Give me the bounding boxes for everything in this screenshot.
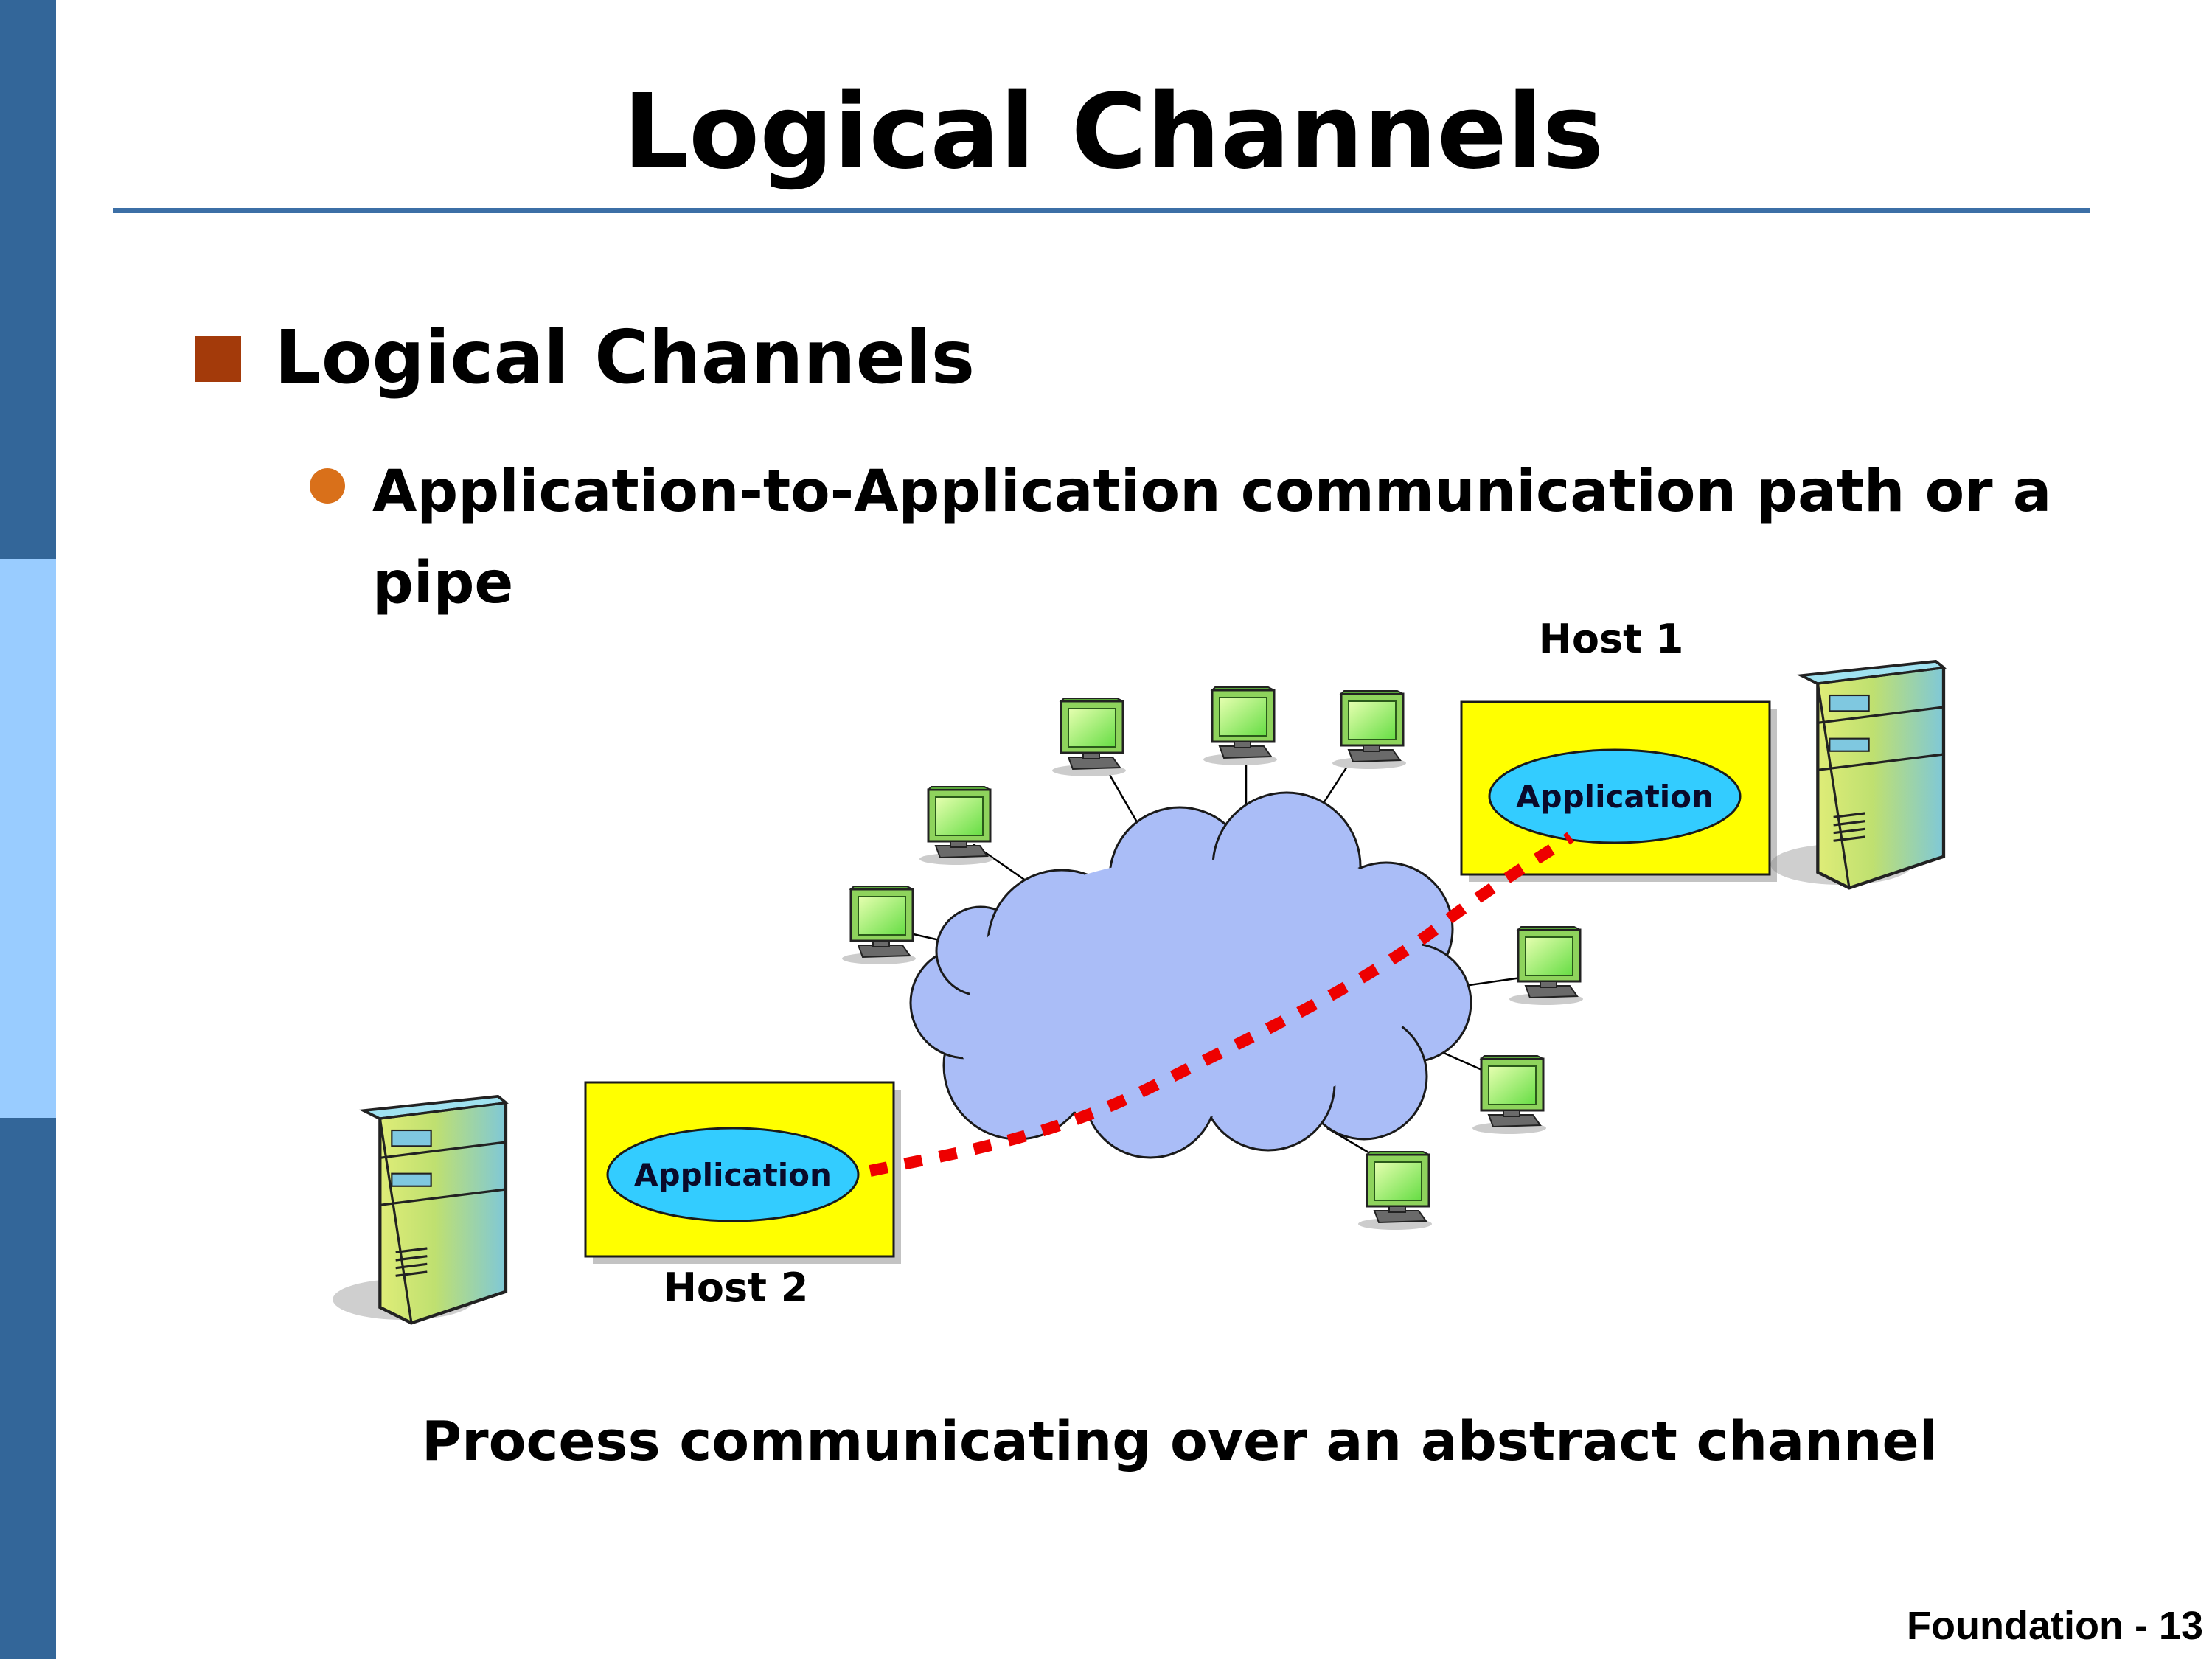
server-tower-icon <box>1770 661 1944 888</box>
desktop-computer-icon <box>841 885 917 966</box>
page-title: Logical Channels <box>622 72 1604 192</box>
network-cloud-icon <box>909 791 1472 1159</box>
desktop-computer-icon <box>1331 689 1408 771</box>
bullet-dot-icon <box>310 468 345 504</box>
host-2-label: Host 2 <box>664 1265 809 1311</box>
server-tower-icon <box>333 1096 506 1323</box>
bullet-level-2: Application-to-Application communication… <box>372 459 2052 616</box>
desktop-computer-icon <box>1051 697 1127 778</box>
slide-footer: Foundation - 13 <box>1907 1604 2203 1648</box>
host-1-label: Host 1 <box>1539 616 1684 662</box>
title-rule <box>113 208 2090 213</box>
desktop-computer-icon <box>918 785 995 866</box>
application-2-label: Application <box>634 1157 832 1193</box>
bullet-level-1: Logical Channels <box>274 314 975 400</box>
desktop-computer-icon <box>1357 1150 1433 1231</box>
sidebar-accent-top <box>0 0 56 559</box>
application-1-ellipse <box>1488 748 1742 844</box>
desktop-computer-icon <box>1508 925 1585 1006</box>
sidebar-accent-bottom <box>0 1118 56 1659</box>
application-2-ellipse <box>606 1127 860 1222</box>
desktop-computer-icon <box>1471 1054 1548 1135</box>
diagram-caption: Process communicating over an abstract c… <box>421 1410 1938 1473</box>
application-1-label: Application <box>1516 779 1714 815</box>
logical-channel-path <box>869 832 1574 1177</box>
desktop-computer-icon <box>1202 686 1279 767</box>
bullet-square-icon <box>195 336 241 382</box>
sidebar-accent-middle <box>0 559 56 1118</box>
